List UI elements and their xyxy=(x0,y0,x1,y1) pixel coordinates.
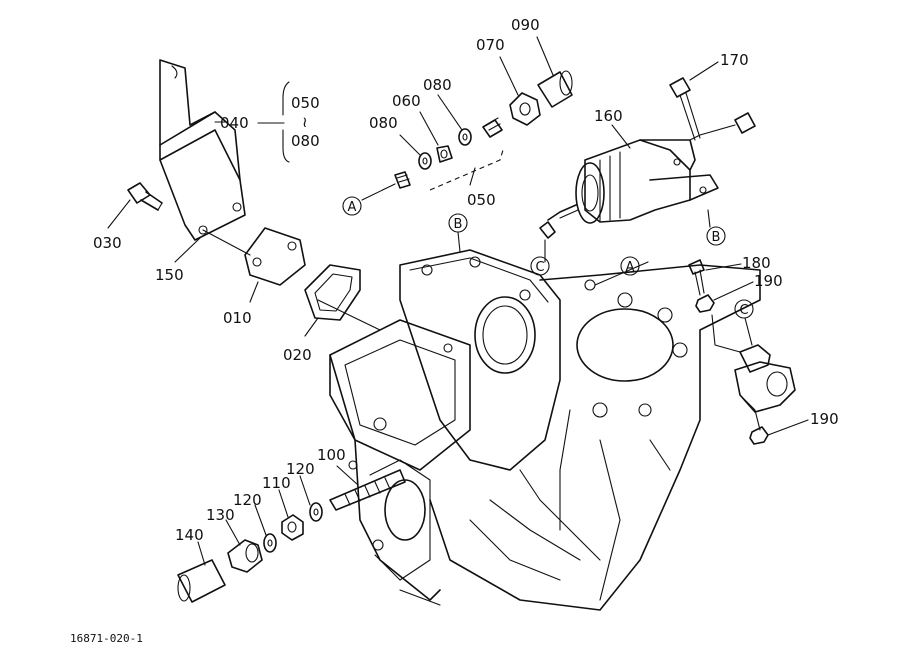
reference-marker-a-left: A xyxy=(342,196,362,216)
stop-solenoid-160 xyxy=(539,112,756,239)
part-label-110: 110 xyxy=(262,474,291,492)
sleeve-090 xyxy=(537,70,573,108)
part-label-190-lower: 190 xyxy=(810,410,839,428)
svg-text:C: C xyxy=(535,260,544,275)
part-label-080-upper: 080 xyxy=(423,76,452,94)
cover-plate-010 xyxy=(244,227,306,286)
reference-marker-a-right: A xyxy=(620,256,640,276)
range-bracket-top: 050 xyxy=(291,94,320,112)
part-label-180: 180 xyxy=(742,254,771,272)
part-label-090: 090 xyxy=(511,16,540,34)
range-bracket-symbol: ≀ xyxy=(302,113,308,131)
part-label-190-upper: 190 xyxy=(754,272,783,290)
svg-text:A: A xyxy=(626,260,635,275)
part-label-120-right: 120 xyxy=(286,460,315,478)
part-label-040: 040 xyxy=(220,114,249,132)
part-labels: 010 020 030 040 050 060 070 080 080 090 … xyxy=(93,16,839,544)
nut-070 xyxy=(509,92,541,126)
range-bracket-bottom: 080 xyxy=(291,132,320,150)
part-label-070: 070 xyxy=(476,36,505,54)
washer-120-right xyxy=(309,502,323,522)
part-label-160: 160 xyxy=(594,107,623,125)
washer-120-left xyxy=(263,533,277,553)
part-label-120-left: 120 xyxy=(233,491,262,509)
leader-lines xyxy=(107,36,809,566)
part-label-170: 170 xyxy=(720,51,749,69)
sleeve-140 xyxy=(177,559,226,603)
bracket-plate xyxy=(159,59,251,256)
bolt-170 xyxy=(669,77,701,141)
engine-block xyxy=(329,249,761,611)
bolt-180 xyxy=(688,259,705,296)
bolt-030 xyxy=(127,182,163,211)
part-label-150: 150 xyxy=(155,266,184,284)
reference-markers: A A B B C C xyxy=(342,196,754,319)
reference-marker-b-right: B xyxy=(706,226,726,246)
part-label-010: 010 xyxy=(223,309,252,327)
stud-group-050 xyxy=(394,117,504,191)
gasket-020 xyxy=(304,264,381,331)
svg-text:C: C xyxy=(739,303,748,318)
part-label-020: 020 xyxy=(283,346,312,364)
part-label-100: 100 xyxy=(317,446,346,464)
reference-marker-b-left: B xyxy=(448,213,468,233)
lever-bracket xyxy=(711,314,796,431)
svg-text:B: B xyxy=(712,230,721,245)
reference-marker-c-right: C xyxy=(734,299,754,319)
nut-110 xyxy=(281,514,304,541)
nut-190-upper xyxy=(695,294,715,313)
part-label-140: 140 xyxy=(175,526,204,544)
svg-text:B: B xyxy=(454,217,463,232)
part-label-130: 130 xyxy=(206,506,235,524)
range-bracket: 050 ≀ 080 xyxy=(291,94,320,150)
stud-100 xyxy=(329,469,406,511)
drawing-code: 16871-020-1 xyxy=(70,632,143,645)
cap-nut-130 xyxy=(227,539,263,573)
part-label-050: 050 xyxy=(467,191,496,209)
part-label-030: 030 xyxy=(93,234,122,252)
part-label-060: 060 xyxy=(392,92,421,110)
reference-marker-c-left: C xyxy=(530,256,550,276)
svg-text:A: A xyxy=(348,200,357,215)
nut-190-lower xyxy=(749,426,769,445)
part-label-080-lower: 080 xyxy=(369,114,398,132)
